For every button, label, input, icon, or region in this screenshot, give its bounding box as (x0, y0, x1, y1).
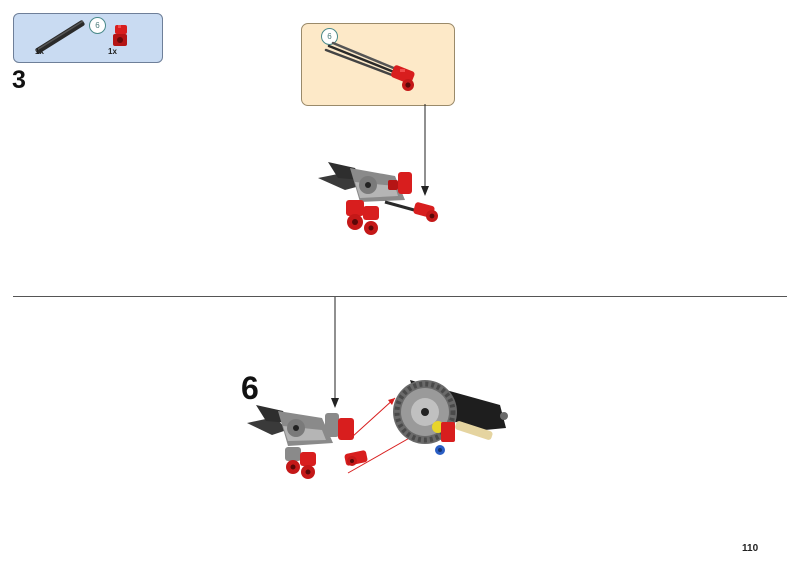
subassembly-callout-badge: 6 (321, 28, 338, 45)
subassembly-callout-box: 6 (301, 23, 455, 106)
gray-arm-assembly (318, 162, 405, 202)
part-callout-badge: 6 (89, 17, 106, 34)
axle-with-connector-icon (324, 41, 415, 91)
step-number: 6 (241, 370, 259, 406)
black-axle-part-icon (35, 20, 85, 54)
page-number: 110 (742, 543, 759, 554)
left-subassembly (247, 405, 368, 479)
step-number: 3 (12, 66, 26, 94)
red-connector-part-icon (113, 25, 127, 46)
red-connectors (346, 172, 412, 235)
parts-list-box: 6 1x 1x (13, 13, 163, 63)
part-quantity: 1x (108, 47, 117, 56)
gear-subassembly (393, 380, 508, 455)
step-divider-line (13, 296, 787, 297)
part-quantity: 1x (35, 47, 44, 56)
